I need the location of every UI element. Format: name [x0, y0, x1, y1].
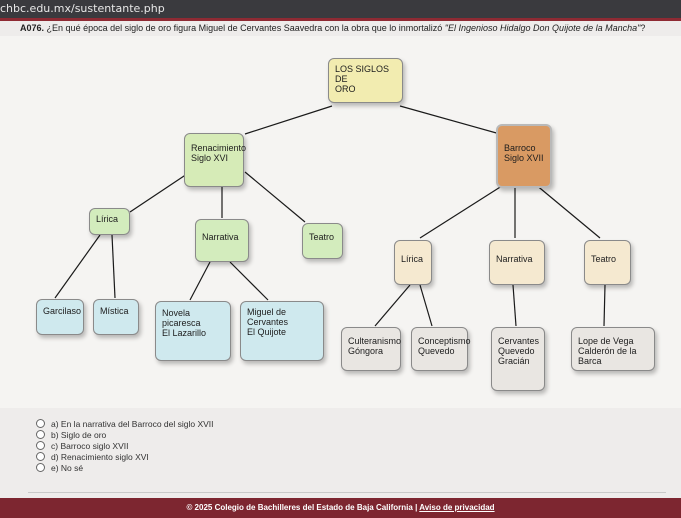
option-c[interactable]: c) Barroco siglo XVII — [36, 441, 214, 452]
node-conceptismo: Conceptismo Quevedo — [411, 327, 471, 371]
question-text: A076. ¿En qué época del siglo de oro fig… — [20, 21, 675, 35]
divider — [28, 492, 666, 493]
node-barroco: Barroco Siglo XVII — [496, 124, 552, 188]
privacy-link[interactable]: Aviso de privacidad — [419, 503, 495, 512]
option-e[interactable]: e) No sé — [36, 463, 214, 474]
node-cervantes-quevedo-gracian: Cervantes Quevedo Gracián — [491, 327, 545, 391]
node-barroco-teatro: Teatro — [584, 240, 631, 285]
concept-map: LOS SIGLOS DE ORO Renacimiento Siglo XVI… — [0, 36, 681, 408]
connector-lines — [54, 105, 606, 327]
question-id: A076. — [20, 23, 45, 33]
node-siglos-de-oro: LOS SIGLOS DE ORO — [328, 58, 403, 103]
option-e-label: e) No sé — [51, 463, 84, 473]
option-b[interactable]: b) Siglo de oro — [36, 430, 214, 441]
option-a-label: a) En la narrativa del Barroco del siglo… — [51, 419, 214, 429]
header-stripe — [0, 18, 681, 21]
option-c-label: c) Barroco siglo XVII — [51, 441, 129, 451]
option-b-label: b) Siglo de oro — [51, 430, 107, 440]
footer-copyright: © 2025 Colegio de Bachilleres del Estado… — [186, 503, 420, 512]
option-d-label: d) Renacimiento siglo XVI — [51, 452, 149, 462]
node-garcilaso: Garcilaso — [36, 299, 84, 335]
node-culteranismo: Culteranismo Góngora — [341, 327, 401, 371]
answer-options: a) En la narrativa del Barroco del siglo… — [36, 419, 214, 474]
node-renacimiento: Renacimiento Siglo XVI — [184, 133, 246, 187]
browser-url-bar[interactable]: chbc.edu.mx/sustentante.php — [0, 0, 681, 18]
question-end: ? — [640, 23, 646, 33]
node-renacimiento-lirica: Lírica — [89, 208, 130, 235]
node-lope-calderon: Lope de Vega Calderón de la Barca — [571, 327, 655, 371]
radio-a[interactable] — [36, 419, 45, 428]
node-renacimiento-teatro: Teatro — [302, 223, 343, 259]
radio-b[interactable] — [36, 430, 45, 439]
url-text: chbc.edu.mx/sustentante.php — [0, 2, 165, 15]
radio-c[interactable] — [36, 441, 45, 450]
option-d[interactable]: d) Renacimiento siglo XVI — [36, 452, 214, 463]
node-novela-picaresca: Novela picaresca El Lazarillo — [155, 301, 231, 361]
radio-d[interactable] — [36, 452, 45, 461]
node-mistica: Mística — [93, 299, 139, 335]
question-body: ¿En qué época del siglo de oro figura Mi… — [46, 23, 445, 33]
option-a[interactable]: a) En la narrativa del Barroco del siglo… — [36, 419, 214, 430]
node-barroco-lirica: Lírica — [394, 240, 432, 285]
radio-e[interactable] — [36, 463, 45, 472]
node-renacimiento-narrativa: Narrativa — [195, 219, 249, 262]
node-barroco-narrativa: Narrativa — [489, 240, 545, 285]
question-work-title: "El Ingenioso Hidalgo Don Quijote de la … — [444, 23, 641, 33]
footer: © 2025 Colegio de Bachilleres del Estado… — [0, 498, 681, 518]
node-cervantes-quijote: Miguel de Cervantes El Quijote — [240, 301, 324, 361]
